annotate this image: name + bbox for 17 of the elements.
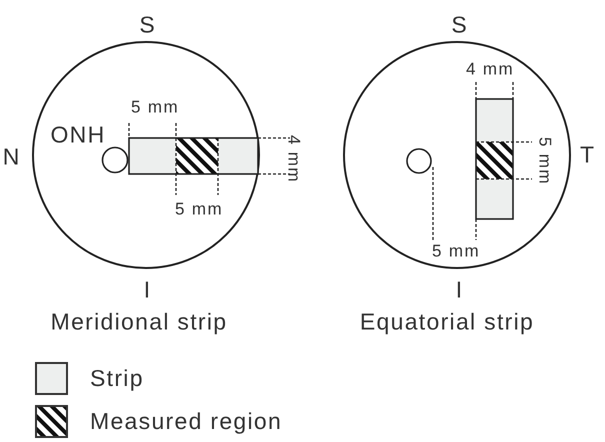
legend-label: Measured region (90, 410, 282, 433)
dimension-label: 4 mm (466, 60, 514, 78)
dimension-label: 5 mm (174, 200, 224, 218)
compass-label: I (456, 278, 462, 302)
compass-label: S (139, 14, 155, 36)
dimension-label: 5 mm (536, 136, 554, 186)
compass-label: I (144, 278, 150, 302)
compass-label: N (2, 146, 20, 168)
compass-label: T (580, 144, 594, 166)
compass-label: S (451, 14, 467, 36)
structure-label: ONH (50, 124, 106, 146)
dimension-label: 5 mm (130, 98, 180, 116)
panel-caption: Meridional strip (50, 310, 228, 334)
dimension-label: 4 mm (286, 134, 302, 184)
panel-caption: Equatorial strip (360, 310, 534, 334)
legend-label: Strip (90, 367, 144, 390)
dimension-label: 5 mm (432, 242, 480, 260)
